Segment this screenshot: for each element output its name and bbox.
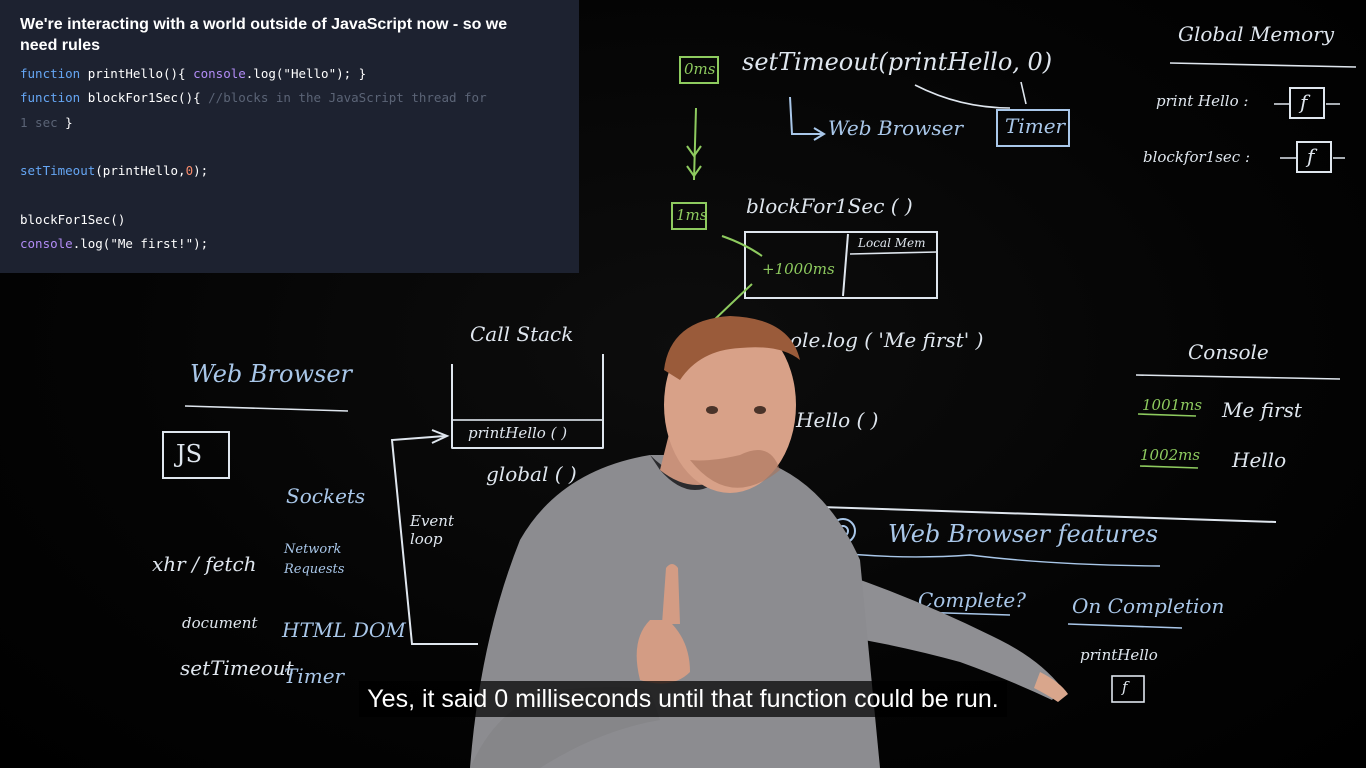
xhr-fetch-label: xhr / fetch: [152, 552, 257, 576]
one-ms-label: 1ms: [676, 206, 708, 224]
event-loop-label: Event loop: [410, 512, 454, 548]
console-log-me-first: ole.log ( 'Me first' ): [790, 328, 984, 352]
js-box-label: JS: [176, 440, 203, 468]
code-token: .log(: [245, 66, 284, 81]
timer-box: [996, 109, 1070, 147]
code-token: "Me first!": [110, 236, 194, 252]
code-block: function printHello(){ console.log("Hell…: [20, 62, 559, 256]
code-token: blockFor1Sec(): [20, 211, 126, 227]
zero-ms-box: [679, 56, 719, 84]
local-mem-label: Local Mem: [858, 236, 926, 250]
global-memory-title: Global Memory: [1178, 22, 1335, 46]
code-line: function blockFor1Sec(){ //blocks in the…: [20, 86, 559, 110]
code-line: blockFor1Sec(): [20, 208, 559, 232]
execution-context-box: [744, 231, 938, 299]
features-heading: Web Browser features: [888, 520, 1159, 548]
code-token: (printHello,: [95, 163, 186, 179]
code-token: "Hello": [283, 66, 337, 81]
code-panel-title: We're interacting with a world outside o…: [20, 16, 508, 54]
on-completion-fn: printHello: [1080, 646, 1158, 664]
stack-frame-global: global ( ): [486, 462, 577, 486]
console-entry-1-time: 1001ms: [1142, 396, 1203, 414]
web-browser-arrow: [789, 96, 822, 135]
timeline-arrow: [693, 107, 697, 181]
sockets-label: Sockets: [286, 484, 366, 508]
code-token: );: [193, 236, 209, 252]
code-token: setTimeout: [20, 163, 96, 179]
web-browser-title: Web Browser: [190, 360, 352, 388]
fn-box-label-1: f: [1300, 90, 1308, 114]
code-token: 1 sec: [20, 114, 66, 130]
code-line: 1 sec }: [20, 111, 559, 135]
console-entry-1-text: Me first: [1222, 398, 1302, 422]
gm-block: blockfor1sec :: [1143, 148, 1251, 166]
code-token: //blocks in the JavaScript thread for: [208, 90, 487, 106]
console-entry-2-time: 1002ms: [1140, 446, 1201, 464]
code-line: [20, 135, 559, 159]
plus-1000ms-label: +1000ms: [762, 260, 835, 278]
code-line: console.log("Me first!");: [20, 232, 559, 256]
subtitle-text: Yes, it said 0 milliseconds until that f…: [359, 681, 1007, 717]
code-line: setTimeout(printHello,0);: [20, 159, 559, 183]
timer-feature-label: Timer: [284, 664, 345, 688]
block-call: blockFor1Sec ( ): [746, 194, 913, 218]
code-token: console: [20, 236, 73, 252]
code-token: ); }: [336, 66, 367, 81]
timer-label: Timer: [1005, 114, 1066, 138]
event-loop-line: [390, 435, 478, 645]
fn-box-label-2: f: [1307, 144, 1315, 168]
on-completion-label: On Completion: [1072, 594, 1225, 618]
code-token: blockFor1Sec(){: [87, 90, 209, 106]
code-panel: We're interacting with a world outside o…: [0, 0, 579, 273]
code-token: 0: [185, 163, 194, 179]
on-completion-fn-box: f: [1122, 678, 1128, 696]
fn-box-block: [1296, 141, 1332, 173]
subtitle-caption: Yes, it said 0 milliseconds until that f…: [0, 681, 1366, 717]
zero-ms-label: 0ms: [684, 60, 716, 78]
document-label: document: [182, 614, 258, 632]
console-title: Console: [1188, 340, 1269, 364]
code-token: );: [193, 163, 209, 179]
gm-print-hello: print Hello :: [1156, 92, 1249, 110]
code-line: [20, 183, 559, 207]
fn-box-print-hello: [1289, 87, 1325, 119]
code-token: function: [20, 90, 88, 106]
set-timeout-feature-label: setTimeout: [180, 656, 294, 680]
code-token: function: [20, 66, 88, 81]
js-box: [162, 431, 230, 479]
one-ms-box: [671, 202, 707, 230]
code-token: printHello(){: [87, 66, 194, 81]
console-entry-2-text: Hello: [1232, 448, 1287, 472]
code-token: }: [65, 114, 73, 130]
html-dom-label: HTML DOM: [282, 618, 406, 642]
print-hello-call: Hello ( ): [796, 408, 879, 432]
network-requests-label: Network Requests: [284, 542, 345, 577]
set-timeout-call: setTimeout(printHello, 0): [742, 48, 1053, 76]
code-line: function printHello(){ console.log("Hell…: [20, 62, 559, 86]
web-browser-arrow-label: Web Browser: [828, 116, 963, 140]
complete-question: Complete?: [918, 588, 1026, 612]
code-token: .log(: [72, 236, 111, 252]
call-stack-title: Call Stack: [470, 322, 574, 346]
code-token: console: [193, 66, 246, 81]
stack-frame-print-hello: printHello ( ): [468, 424, 568, 442]
